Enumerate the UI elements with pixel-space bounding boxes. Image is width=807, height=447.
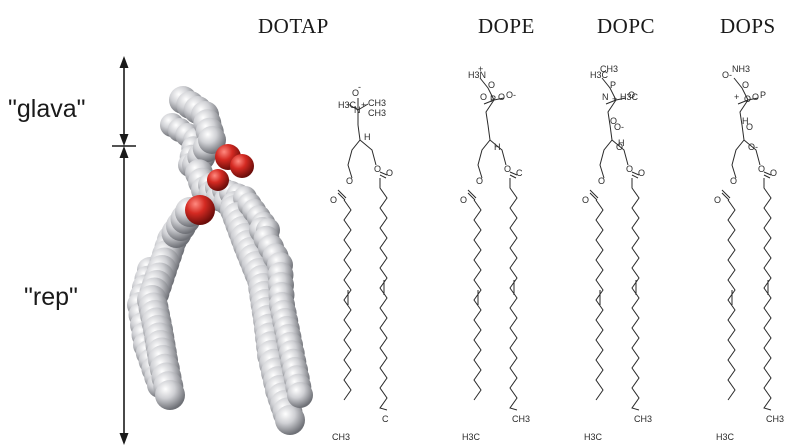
hydrocarbon-atom bbox=[275, 405, 305, 435]
structure-dope bbox=[467, 77, 518, 411]
atom-label: + bbox=[478, 64, 483, 74]
atom-label: O bbox=[488, 80, 495, 90]
atom-label: H bbox=[494, 142, 501, 152]
atom-label: P bbox=[490, 94, 496, 104]
atom-label: O bbox=[476, 176, 483, 186]
head-region-arrow bbox=[119, 56, 129, 146]
structure-dotap bbox=[337, 98, 388, 411]
tail-region-label: "rep" bbox=[24, 283, 78, 311]
lipid-title-dopc: DOPC bbox=[597, 14, 656, 38]
atom-label: O- bbox=[614, 122, 624, 132]
atom-label: O- bbox=[748, 142, 758, 152]
tail-region-arrow bbox=[119, 146, 129, 445]
atom-label: H bbox=[618, 138, 625, 148]
structure-dopc bbox=[589, 77, 640, 411]
atom-label: H3C bbox=[584, 432, 603, 442]
oxygen-atom bbox=[185, 195, 215, 225]
atom-label: O bbox=[714, 195, 721, 205]
atom-label: O bbox=[480, 92, 487, 102]
atom-label: O- bbox=[506, 90, 516, 100]
atom-label: C bbox=[382, 414, 389, 424]
head-region-label: "glava" bbox=[8, 95, 86, 123]
atom-label: H3C bbox=[716, 432, 735, 442]
atom-label: CH3 bbox=[600, 64, 618, 74]
atom-label: O bbox=[346, 176, 353, 186]
oxygen-atom bbox=[230, 154, 254, 178]
atom-label: H3C bbox=[620, 92, 639, 102]
atom-label: H bbox=[364, 132, 371, 142]
hydrocarbon-atom bbox=[287, 382, 313, 408]
atom-label: O bbox=[374, 164, 381, 174]
atom-label: CH3 bbox=[512, 414, 530, 424]
atom-label: O bbox=[628, 90, 635, 100]
lipid-title-dope: DOPE bbox=[478, 14, 535, 38]
atom-label: O bbox=[330, 195, 337, 205]
atom-label: CH3 bbox=[368, 108, 386, 118]
atom-label: O bbox=[626, 164, 633, 174]
lipid-title-dotap: DOTAP bbox=[258, 14, 329, 38]
atom-label: O bbox=[610, 116, 617, 126]
atom-label: O bbox=[598, 176, 605, 186]
atom-label: O bbox=[746, 122, 753, 132]
atom-label: O bbox=[582, 195, 589, 205]
atom-label: + bbox=[612, 94, 617, 104]
atom-label: - bbox=[358, 82, 361, 92]
atom-label: NH3 bbox=[732, 64, 750, 74]
lipid-title-dops: DOPS bbox=[720, 14, 776, 38]
atom-label: H3C bbox=[590, 70, 609, 80]
atom-label: O bbox=[758, 164, 765, 174]
atom-label: O bbox=[386, 168, 393, 178]
atom-label: P bbox=[610, 80, 616, 90]
atom-label: O bbox=[742, 80, 749, 90]
atom-label: CH3 bbox=[332, 432, 350, 442]
atom-label: O bbox=[616, 142, 623, 152]
atom-label: H bbox=[742, 116, 749, 126]
hydrocarbon-atom bbox=[155, 380, 185, 410]
atom-label: O- bbox=[722, 70, 732, 80]
atom-label: + bbox=[734, 92, 739, 102]
chemical-structures bbox=[337, 77, 772, 411]
atom-label: O bbox=[744, 94, 751, 104]
atom-label: O bbox=[638, 168, 645, 178]
atom-label: H3C bbox=[462, 432, 481, 442]
atom-label: O bbox=[498, 92, 505, 102]
structure-dops bbox=[721, 77, 772, 411]
atom-label: O bbox=[460, 195, 467, 205]
atom-label: O bbox=[352, 88, 359, 98]
atom-label: O bbox=[504, 164, 511, 174]
atom-label: C bbox=[516, 168, 523, 178]
atom-label: O bbox=[730, 176, 737, 186]
atom-spheres bbox=[127, 86, 313, 435]
atom-label: H3N bbox=[468, 70, 486, 80]
atom-label: CH3 bbox=[368, 98, 386, 108]
atom-label: CH3 bbox=[766, 414, 784, 424]
atom-label: H3C bbox=[338, 100, 357, 110]
atom-label: N bbox=[354, 105, 361, 115]
atom-label: O bbox=[752, 92, 759, 102]
atom-label: CH3 bbox=[634, 414, 652, 424]
atom-label: O bbox=[770, 168, 777, 178]
atom-label: N bbox=[602, 92, 609, 102]
oxygen-atom bbox=[207, 169, 229, 191]
hydrocarbon-atom bbox=[198, 126, 226, 154]
atom-label: P bbox=[760, 90, 766, 100]
atom-label: + bbox=[361, 100, 366, 110]
